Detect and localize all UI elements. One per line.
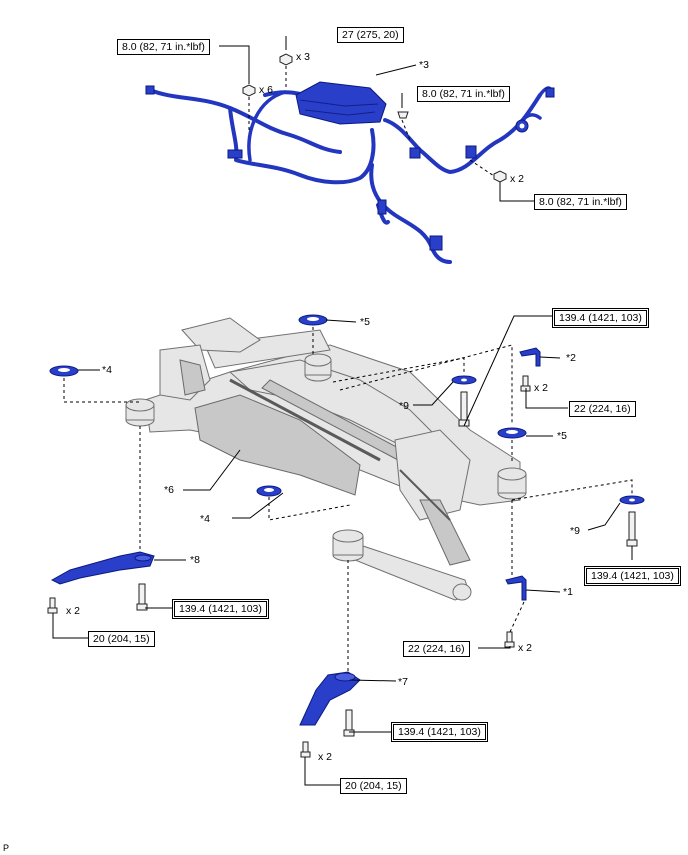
- part-callout-9-right: *9: [570, 525, 580, 537]
- qty-x2-left: x 2: [66, 605, 81, 617]
- part-callout-7: *7: [398, 676, 408, 688]
- part-callout-4-bottom: *4: [200, 513, 210, 525]
- torque-label-20-bottom: 20 (204, 15): [340, 778, 407, 794]
- torque-label-20-left: 20 (204, 15): [88, 631, 155, 647]
- torque-label-139-left: 139.4 (1421, 103): [172, 599, 269, 619]
- figure-code: P: [3, 843, 10, 853]
- qty-x6: x 6: [259, 84, 274, 96]
- suspension-subframe: [125, 317, 527, 601]
- harness-nuts: [242, 53, 507, 183]
- torque-label-139-right: 139.4 (1421, 103): [584, 566, 681, 586]
- mount-bushing-front: [332, 529, 364, 562]
- mount-bushing-right: [497, 467, 527, 500]
- part-callout-5-right: *5: [557, 430, 567, 442]
- torque-label-139-top: 139.4 (1421, 103): [552, 308, 649, 328]
- alignment-lines: [63, 327, 633, 672]
- part-callout-5-top: *5: [360, 316, 370, 328]
- qty-x2-part2: x 2: [534, 382, 549, 394]
- part-callout-9-left: *9: [399, 400, 409, 412]
- qty-x2-part1: x 2: [518, 642, 533, 654]
- leader-lines-bottom: [52, 315, 633, 786]
- mount-bushing-top: [304, 353, 332, 382]
- torque-label-22-bottom: 22 (224, 16): [403, 641, 470, 657]
- blue-parts: [49, 314, 645, 726]
- torque-label-harness-left: 8.0 (82, 71 in.*lbf): [117, 39, 210, 55]
- part-callout-3: *3: [419, 59, 429, 71]
- torque-label-harness-mid: 8.0 (82, 71 in.*lbf): [417, 86, 510, 102]
- qty-x2-harness: x 2: [510, 173, 525, 185]
- part-callout-4-left: *4: [102, 364, 112, 376]
- qty-x2-bottom: x 2: [318, 751, 333, 763]
- part-callout-6: *6: [164, 484, 174, 496]
- torque-label-27: 27 (275, 20): [337, 27, 404, 43]
- part-callout-1: *1: [563, 586, 573, 598]
- part-callout-2: *2: [566, 352, 576, 364]
- qty-x3: x 3: [296, 51, 311, 63]
- torque-label-22-top: 22 (224, 16): [569, 401, 636, 417]
- torque-label-139-bottom: 139.4 (1421, 103): [391, 722, 488, 742]
- part-callout-8: *8: [190, 554, 200, 566]
- harness-leaders: [219, 36, 534, 202]
- torque-label-harness-right: 8.0 (82, 71 in.*lbf): [534, 194, 627, 210]
- mount-bushing-left: [125, 398, 155, 427]
- wire-harness: [145, 81, 555, 264]
